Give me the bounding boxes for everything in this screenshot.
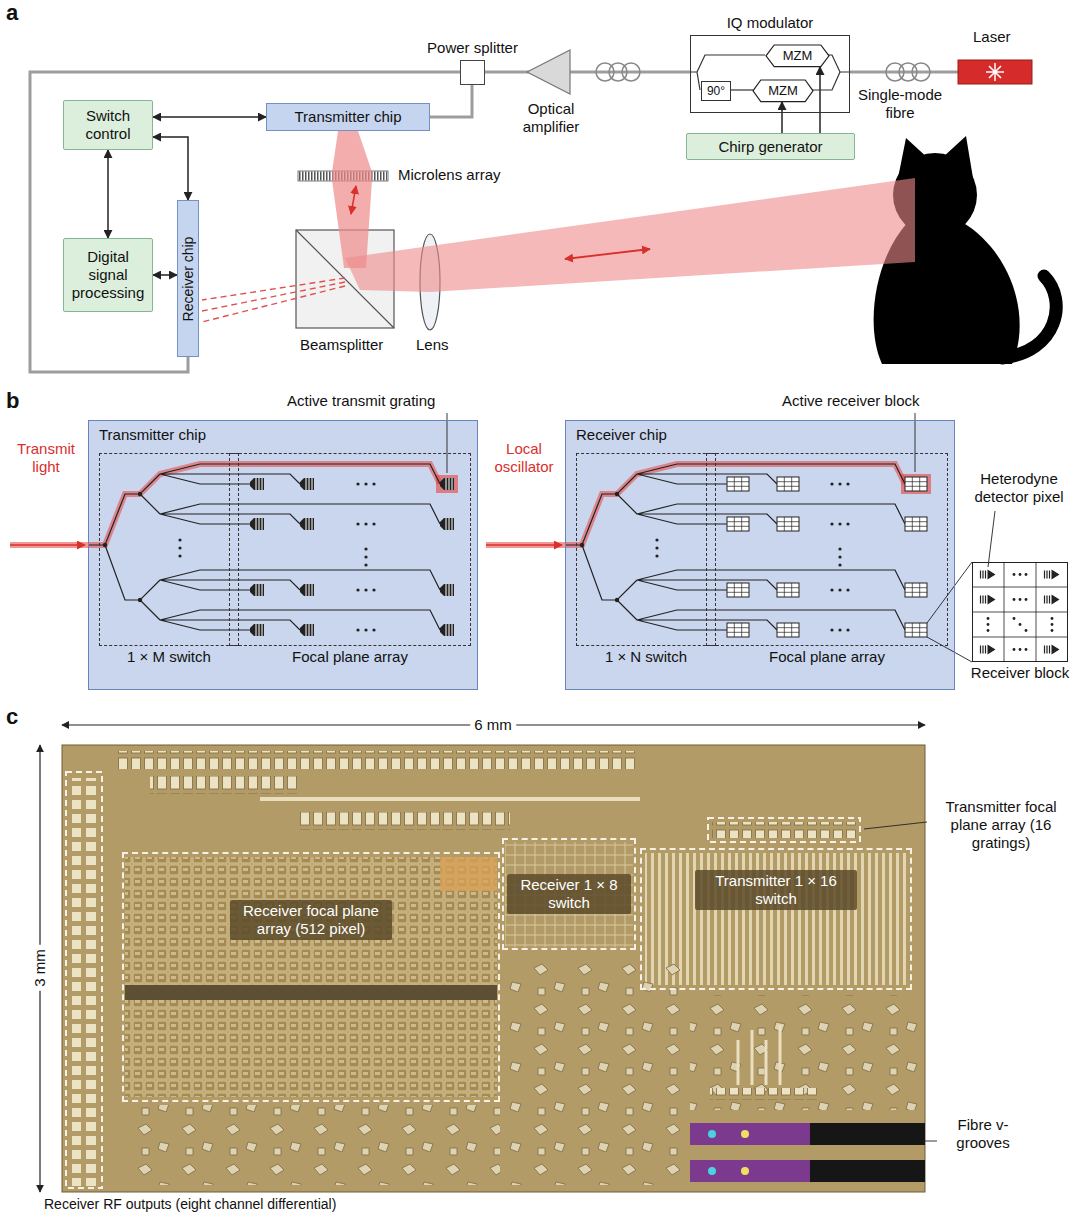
chip-region: Receiver 1 × 8 switch [502,838,636,950]
node-text: MZM [768,83,798,99]
switch-region: 1 × N switch [576,453,716,646]
node-text: Power splitter [427,39,518,57]
laser-beams [202,131,915,322]
callout-label: Transmitter focal plane array (16 gratin… [930,798,1072,852]
node-text: Receiver block [971,664,1069,682]
mzm-hexagon: MZM [766,45,829,67]
node-text: MZM [783,48,813,64]
process-box: Digital signal processing [63,238,153,312]
callout-label: Fibre v-grooves [938,1116,1028,1152]
chip-photo [40,725,937,1192]
fibre-line [430,85,472,117]
chip-box: Transmitter chip [266,103,430,131]
connector-arrow [781,102,783,133]
node-text: Transmitter chip [295,108,402,126]
dimension-label: 3 mm [31,945,49,991]
node-text: 1 × N switch [605,648,687,666]
chip-schematics [10,413,1068,690]
part-label: Laser [973,28,1011,46]
dimension-label: 6 mm [470,716,516,734]
signal-label: Transmit light [8,440,84,476]
connector-arrow [819,67,821,133]
node-text: Receiver chip [576,426,667,444]
part-label: Lens [416,336,449,354]
panel-letter: c [6,704,18,730]
node-text: Switch control [67,107,149,143]
node-text: Receiver focal plane array (512 pixel) [230,900,392,940]
hexagon-shape [753,80,813,102]
switch-region: 1 × M switch [99,453,239,646]
node-text: Receiver chip [180,236,197,321]
connector-arrow [153,274,177,276]
node-text: IQ modulator [727,14,814,32]
control-box: Switch control [63,100,153,150]
part-label: Optical amplifier [508,100,594,136]
part-label: Beamsplitter [300,336,383,354]
node-text: Transmitter chip [99,426,206,444]
splitter-box: Power splitter [460,60,485,85]
panel-letter: a [6,0,18,26]
signal-label: Local oscillator [484,440,564,476]
hexagon-shape [766,45,829,67]
node-text: Chirp generator [718,138,822,156]
node-text: 90° [707,84,725,98]
node-text: Transmitter 1 × 16 switch [695,870,857,910]
node-text: Receiver 1 × 8 switch [507,874,631,914]
chip-panel: Receiver chip1 × N switchFocal plane arr… [565,420,955,690]
connector-arrow [153,116,266,118]
node-text: 1 × M switch [127,648,211,666]
fibre-line [30,72,460,372]
node-text: Digital signal processing [67,248,149,302]
chip-region: Receiver focal plane array (512 pixel) [122,852,500,1102]
callout-label: Active receiver block [782,392,920,410]
part-label: Microlens array [398,166,501,184]
node-text: Focal plane array [769,648,885,666]
generator-box: Chirp generator [686,133,855,160]
chip-box: Receiver chip [177,200,199,357]
callout-label: Receiver RF outputs (eight channel diffe… [44,1196,336,1213]
fibre-line [485,71,690,74]
receiver-block: Receiver block [972,562,1068,662]
waveguide-line [731,89,753,90]
callout-label: Heterodyne detector pixel [966,470,1072,506]
node-text: Focal plane array [292,648,408,666]
chip-panel: Transmitter chip1 × M switchFocal plane … [88,420,478,690]
part-label: Single-mode fibre [852,86,948,122]
callout-label: Active transmit grating [287,392,435,410]
array-region: Focal plane array [229,453,471,646]
connector-arrow [153,137,188,200]
connector-arrow [107,150,109,238]
chip-region: Transmitter 1 × 16 switch [640,848,912,990]
mzm-hexagon: MZM [753,80,813,102]
modulator-box: IQ modulatorMZM90°MZM [690,35,850,113]
panel-letter: b [6,388,19,414]
phase-box: 90° [701,81,731,101]
array-region: Focal plane array [706,453,948,646]
